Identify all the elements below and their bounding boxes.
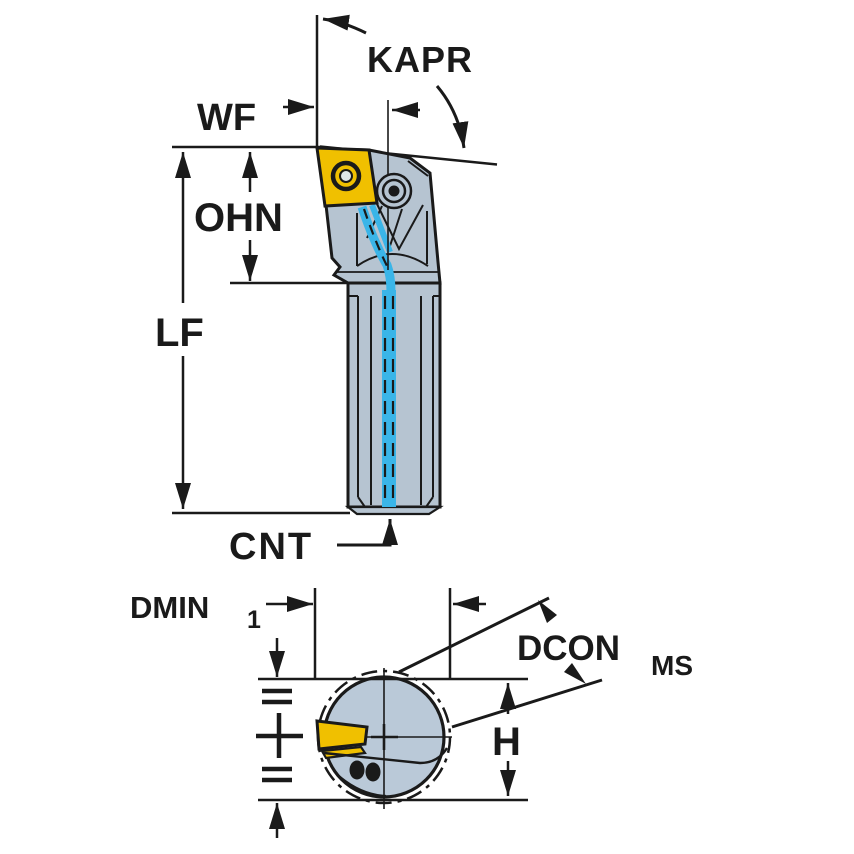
screw-head-dot [349,760,365,780]
clamp-pocket-v [376,203,424,252]
kapr-arc-lower-arrow [435,85,469,149]
dcon-subscript: MS [651,650,693,681]
dmin-subscript: 1 [247,606,261,634]
kapr-arc-upper-arrow [322,14,367,35]
dcon-diagonal-upper [398,596,550,674]
shank-details [348,295,440,508]
clamp-arm-right [388,208,403,250]
pocket-bottom-curve [339,776,387,798]
head-bevel-line [407,160,429,177]
ohn-label: OHN [194,196,283,240]
coolant-channel [357,203,396,507]
h-label: H [492,720,521,764]
insert-end-view [315,719,369,751]
insert-hole-center [339,169,353,183]
end-view-dimensions: DMIN 1 DCON MS H [130,588,693,838]
screw-inner-ring [381,178,407,204]
cutting-insert-side [315,146,379,208]
clamp-screw-icon [375,172,413,210]
screw-head-dot [365,762,381,782]
pocket-line [323,747,449,765]
dmin-label: DMIN [130,590,209,625]
cnt-label: CNT [229,526,313,568]
side-view-dimensions: KAPR WF OHN LF CNT [155,14,473,568]
coolant-dash-line [362,208,389,269]
wf-label: WF [197,97,256,139]
clamp-arch [356,253,429,267]
center-height-marks [256,688,303,783]
shank-chamfer-line [357,496,366,508]
dcon-label: DCON [517,629,620,668]
side-view [172,15,498,516]
dcon-arrowhead-upper [538,600,557,623]
clamp-details [336,203,438,273]
lf-label: LF [155,311,204,355]
cnt-leader-arrow [337,519,398,547]
dcon-diagonal-lower [451,678,603,729]
shank-chamfer-line [425,496,434,508]
dcon-arrowhead-lower [564,663,586,684]
kapr-label: KAPR [367,39,473,80]
insert-edge-sliver [320,745,367,760]
shank-bottom-face [344,505,444,516]
screw-center [388,185,400,197]
end-view [315,668,452,809]
